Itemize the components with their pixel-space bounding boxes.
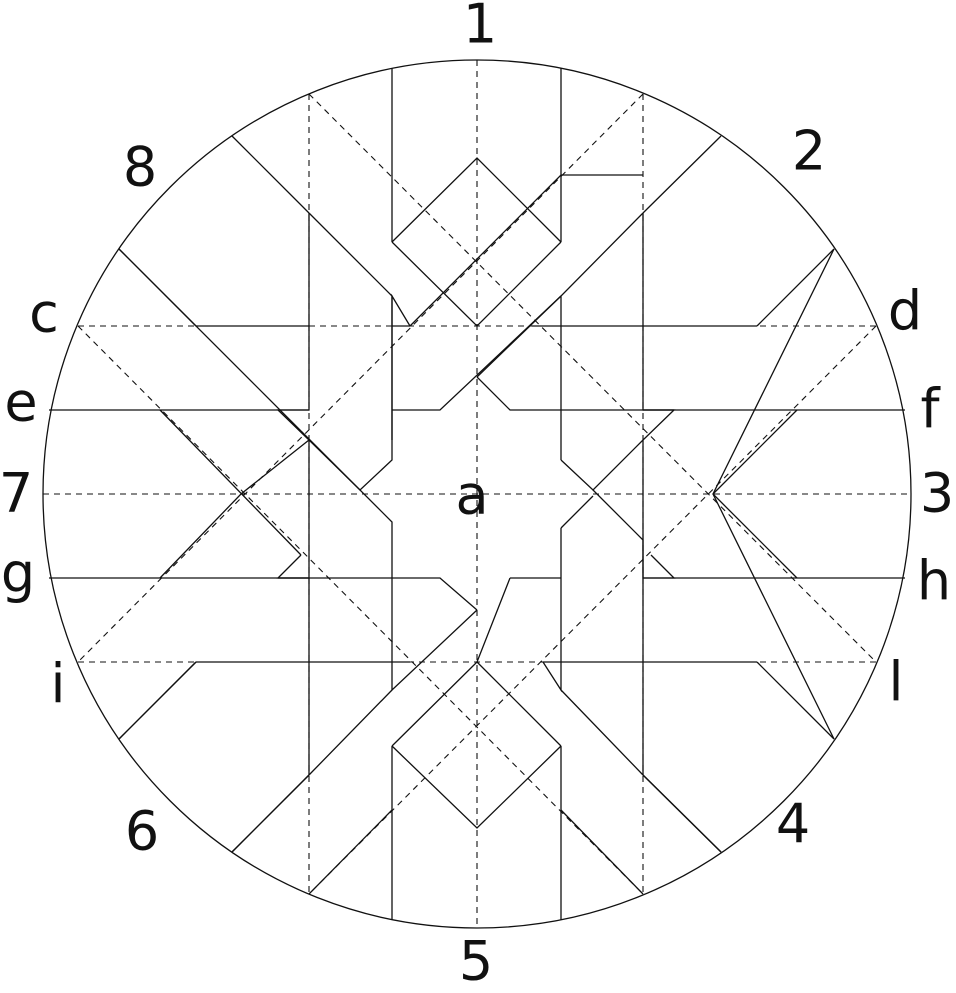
label-6: 6 xyxy=(125,800,159,863)
label-h: h xyxy=(917,550,951,613)
label-5: 5 xyxy=(459,930,493,993)
label-1: 1 xyxy=(463,0,497,56)
guide-diag-4 xyxy=(308,325,877,895)
label-c: c xyxy=(29,282,59,345)
guide-diag-1 xyxy=(308,93,877,663)
label-4: 4 xyxy=(776,793,810,856)
star-bands xyxy=(118,157,835,895)
label-2: 2 xyxy=(792,120,826,183)
guide-diag-2 xyxy=(77,93,644,663)
label-l: l xyxy=(888,651,903,714)
label-i: i xyxy=(50,653,65,716)
label-d: d xyxy=(888,280,922,343)
guide-diag-3 xyxy=(77,325,644,895)
label-f: f xyxy=(920,378,941,441)
label-e: e xyxy=(4,371,37,434)
label-7: 7 xyxy=(0,462,33,525)
label-3: 3 xyxy=(920,462,954,525)
label-8: 8 xyxy=(123,136,157,199)
label-g: g xyxy=(1,542,35,605)
label-center-a: a xyxy=(455,464,488,527)
